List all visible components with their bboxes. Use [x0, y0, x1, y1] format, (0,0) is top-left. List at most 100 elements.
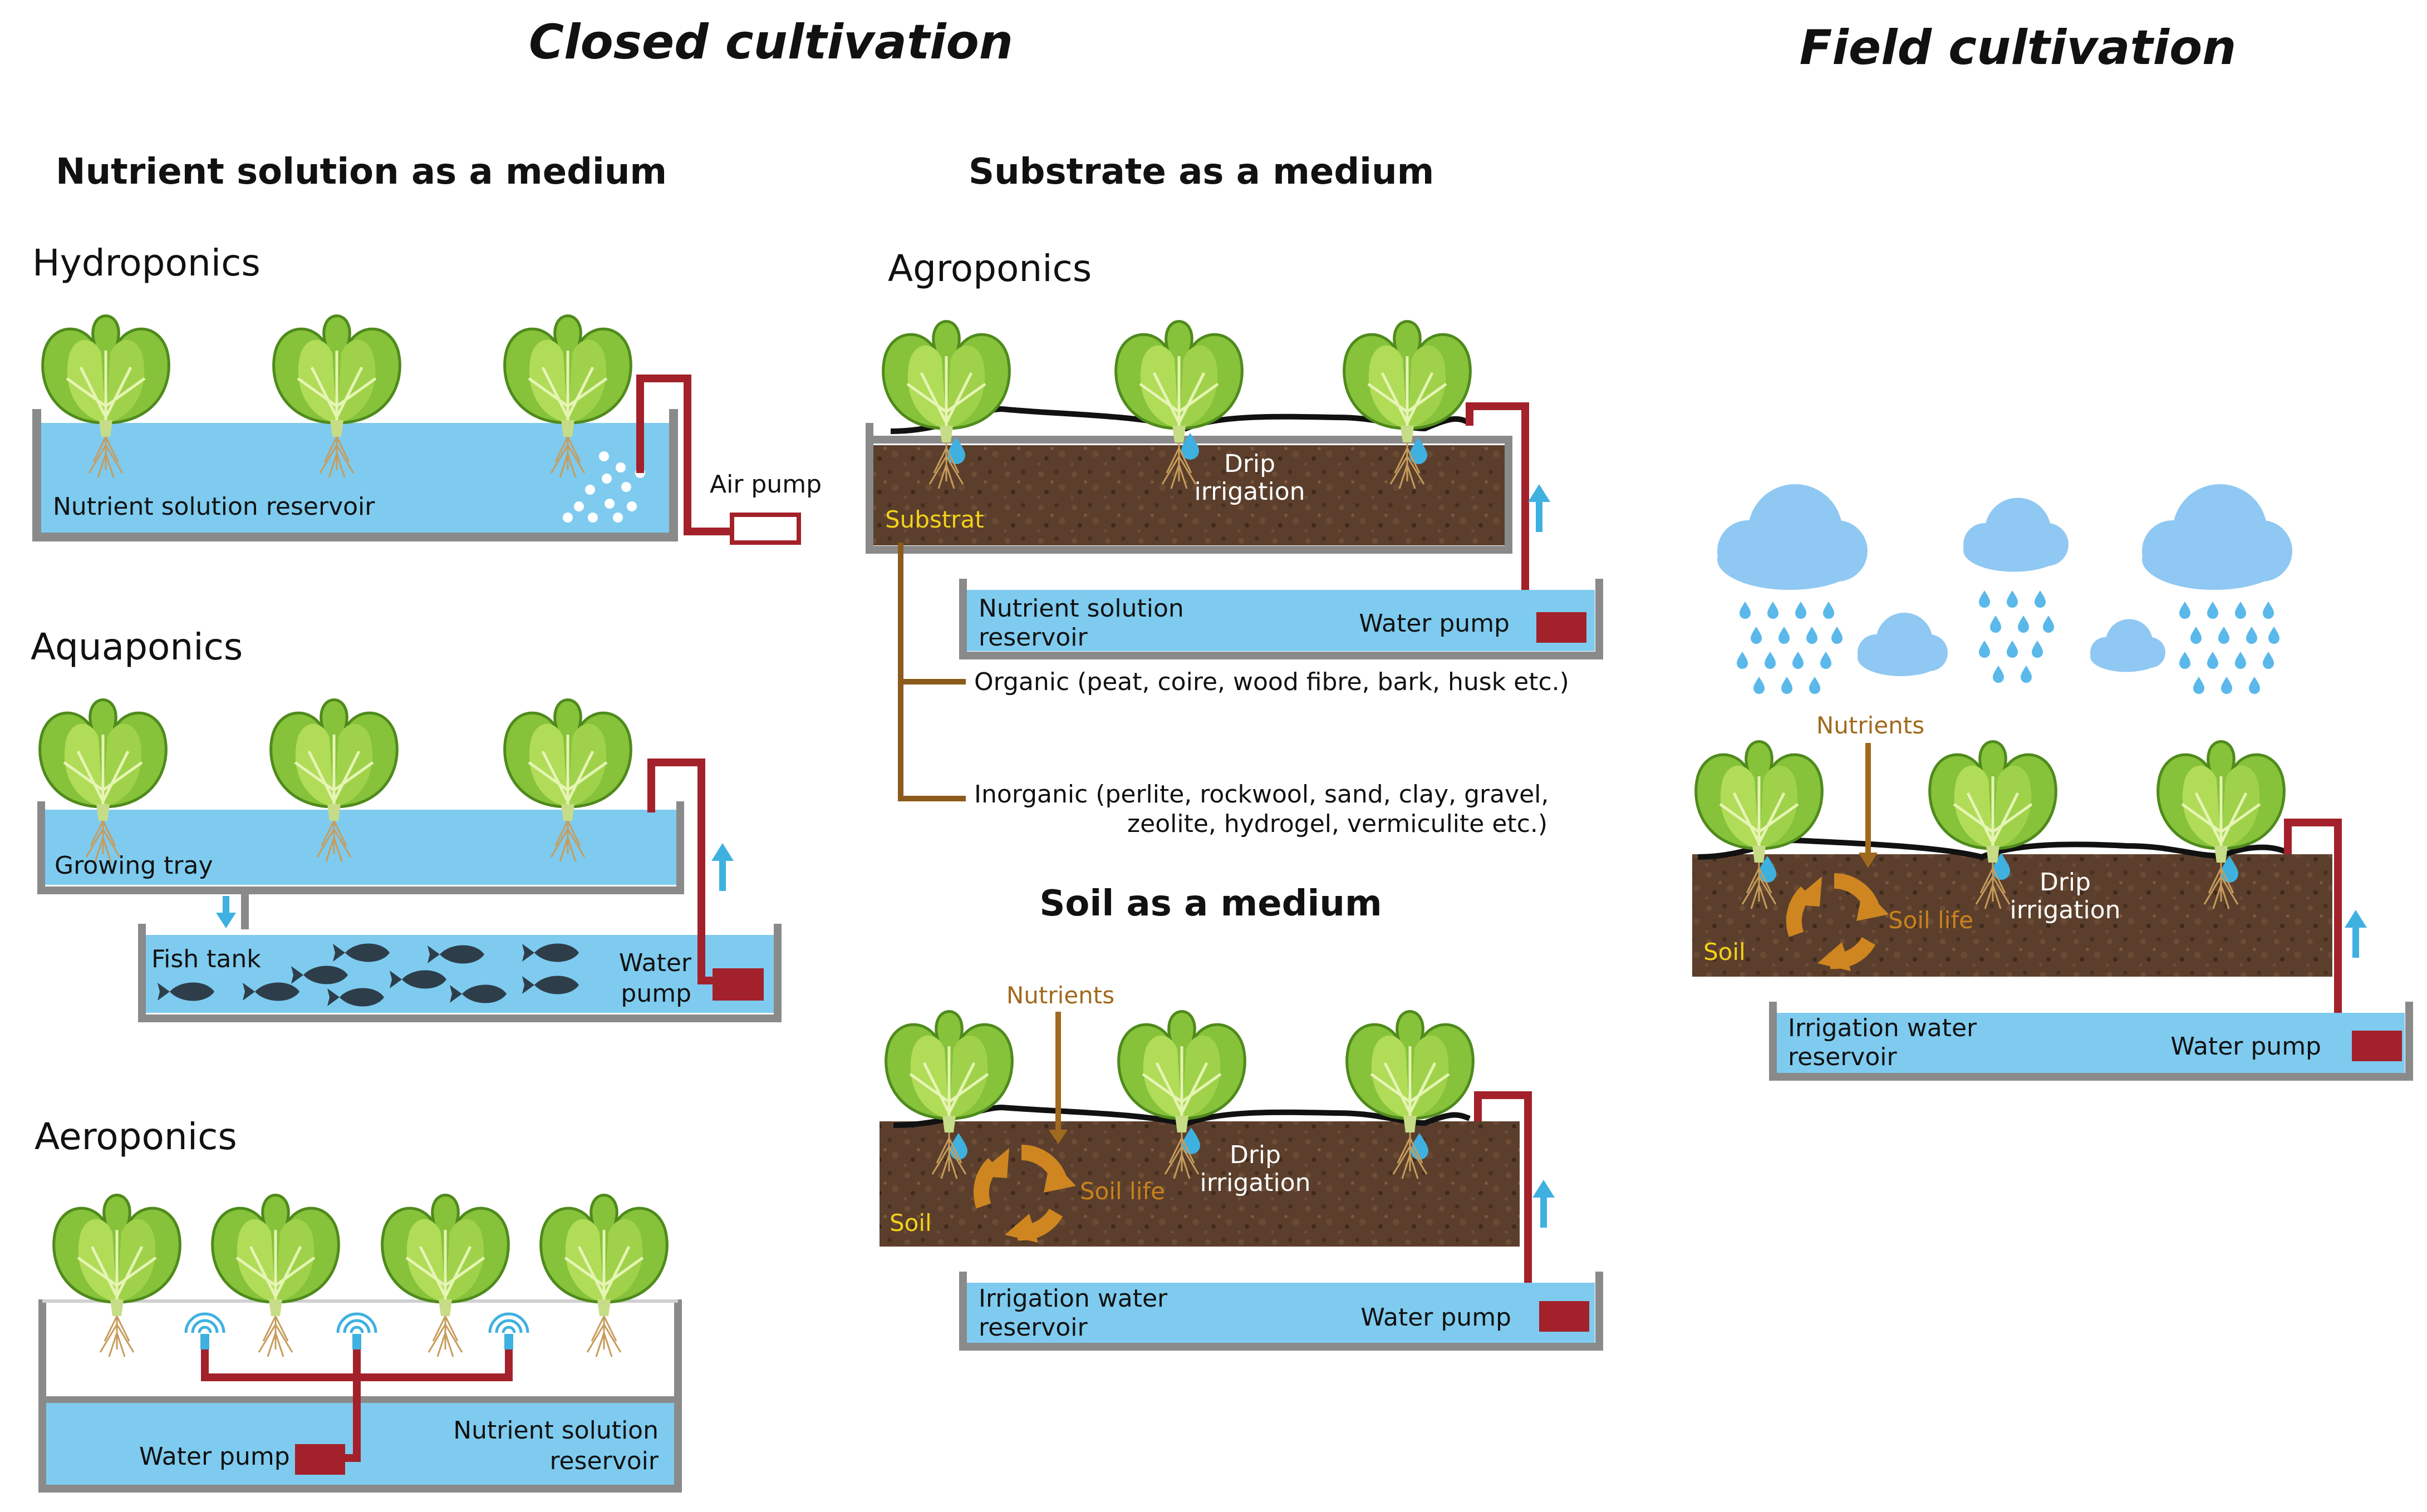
- agroponics-reservoir-label-1: Nutrient solution: [979, 594, 1184, 623]
- agroponics-lettuce-3: [1344, 322, 1471, 443]
- agroponics-inorganic-label-1: Inorganic (perlite, rockwool, sand, clay…: [974, 780, 1549, 809]
- substrate-medium-heading: Substrate as a medium: [969, 151, 1434, 193]
- agroponics-lettuce-1: [883, 322, 1010, 443]
- aeroponics-water-pump: [295, 1444, 345, 1475]
- hydroponics-lettuce-3: [505, 316, 631, 437]
- agroponics-title: Agroponics: [888, 247, 1092, 290]
- soil-nutrients-label: Nutrients: [1006, 982, 1114, 1009]
- field-drip-label-2: irrigation: [2010, 896, 2120, 924]
- agroponics-lettuce-2: [1116, 322, 1242, 443]
- aeroponics-pump-label: Water pump: [139, 1442, 290, 1471]
- hydroponics-tank-wall: [32, 409, 678, 541]
- aeroponics-reservoir-label-2: reservoir: [549, 1447, 659, 1475]
- field-panel: Nutrients Soil life Drip irrigation Soil…: [1692, 484, 2413, 1081]
- field-soil-life-label: Soil life: [1888, 907, 1973, 934]
- soil-drip-line: [893, 1104, 1471, 1128]
- field-soil-label: Soil: [1703, 938, 1746, 966]
- aquaponics-lettuce-1: [40, 700, 166, 821]
- hydroponics-reservoir-label: Nutrient solution reservoir: [53, 492, 375, 521]
- aquaponics-lettuce-3: [505, 700, 631, 821]
- agroponics-reservoir-water: [966, 590, 1595, 651]
- aquaponics-pump-label-1: Water: [619, 949, 692, 977]
- hydroponics-panel: Hydroponics Air pump Nutrient solution r…: [32, 242, 822, 545]
- agroponics-up-arrow: [1528, 484, 1550, 532]
- aquaponics-pipe: [647, 759, 718, 984]
- nutrient-medium-heading: Nutrient solution as a medium: [56, 151, 667, 193]
- aeroponics-sprayer-3: [490, 1314, 528, 1350]
- soil-label: Soil: [890, 1209, 932, 1237]
- soil-water-pump: [1539, 1301, 1589, 1332]
- aeroponics-panel: Aeroponics Water pump Nutrient solution …: [35, 1115, 682, 1493]
- aeroponics-lettuce-3: [382, 1195, 509, 1317]
- aquaponics-title: Aquaponics: [31, 626, 243, 668]
- soil-nutrients-arrow: [1049, 1012, 1068, 1144]
- agroponics-reservoir-label-2: reservoir: [979, 623, 1088, 652]
- soil-life-label: Soil life: [1080, 1178, 1165, 1205]
- aeroponics-lettuce-1: [54, 1195, 180, 1317]
- cloud-icon: [1963, 498, 2069, 572]
- field-reservoir-label-2: reservoir: [1788, 1043, 1897, 1071]
- agroponics-inorganic-label-2: zeolite, hydrogel, vermiculite etc.): [1127, 810, 1547, 838]
- aquaponics-tray-label: Growing tray: [55, 851, 213, 880]
- aquaponics-drain-pipe: [241, 890, 249, 929]
- soil-reservoir-label-2: reservoir: [979, 1313, 1088, 1342]
- hydroponics-lettuce-1: [43, 316, 169, 437]
- agroponics-tray-wall: [866, 423, 1512, 554]
- field-up-arrow: [2345, 910, 2367, 958]
- aquaponics-fish-tank-wall: [138, 924, 782, 1022]
- agroponics-drip-label-2: irrigation: [1194, 477, 1305, 506]
- soil-up-arrow: [1532, 1180, 1555, 1228]
- aeroponics-pipe: [201, 1340, 513, 1462]
- field-nutrients-label: Nutrients: [1816, 712, 1924, 739]
- hydroponics-title: Hydroponics: [32, 242, 261, 284]
- aquaponics-panel: Aquaponics Growing tray Fish tank Water …: [31, 626, 782, 1022]
- aeroponics-tank-wall: [38, 1299, 682, 1493]
- hydroponics-air-pump-label: Air pump: [710, 470, 822, 499]
- aquaponics-up-arrow: [711, 843, 734, 891]
- field-reservoir-wall: [1769, 1002, 2413, 1081]
- cloud-icon: [2142, 484, 2292, 590]
- field-pump-label: Water pump: [2170, 1032, 2321, 1061]
- soil-reservoir-label-1: Irrigation water: [979, 1284, 1168, 1313]
- agroponics-drip-label-1: Drip: [1224, 450, 1275, 478]
- field-lettuce-3: [2158, 742, 2284, 863]
- agroponics-pump-label: Water pump: [1359, 609, 1510, 638]
- rain-drops: [1737, 590, 2279, 694]
- agroponics-substrate: [873, 445, 1505, 545]
- hydroponics-air-pump: [730, 513, 801, 545]
- field-reservoir-water: [1776, 1013, 2405, 1074]
- agroponics-organic-label: Organic (peat, coire, wood fibre, bark, …: [974, 668, 1569, 696]
- aeroponics-reservoir-label-1: Nutrient solution: [453, 1416, 659, 1445]
- soil-pump-label: Water pump: [1360, 1303, 1511, 1332]
- aquaponics-lettuce-2: [271, 700, 397, 821]
- closed-cultivation-title: Closed cultivation: [529, 14, 1013, 70]
- aquaponics-fish-tank-label: Fish tank: [151, 945, 261, 973]
- soil-medium-panel: Nutrients Soil life Drip irrigation Soil…: [880, 982, 1603, 1351]
- agroponics-panel: Agroponics Drip irrigation Substrat Nutr…: [866, 247, 1603, 838]
- hydroponics-air-pipe: [636, 375, 732, 535]
- aquaponics-down-arrow: [216, 896, 236, 928]
- field-water-pump: [2352, 1031, 2402, 1061]
- cloud-icon: [2090, 619, 2165, 672]
- aquaponics-tray-wall: [37, 801, 684, 894]
- field-cultivation-title: Field cultivation: [1800, 20, 2237, 76]
- cloud-icon: [1858, 613, 1948, 676]
- hydroponics-lettuce-2: [274, 316, 400, 437]
- aeroponics-title: Aeroponics: [35, 1115, 237, 1158]
- soil-lettuce-1: [886, 1012, 1013, 1133]
- soil-medium-heading: Soil as a medium: [1039, 883, 1382, 924]
- aquaponics-pump-label-2: pump: [621, 979, 691, 1008]
- soil-drip-label-2: irrigation: [1200, 1169, 1310, 1197]
- agroponics-reservoir-wall: [959, 579, 1603, 659]
- aeroponics-sprayer-2: [338, 1314, 376, 1350]
- agroponics-water-pump: [1536, 612, 1586, 643]
- soil-reservoir-wall: [959, 1272, 1603, 1351]
- aquaponics-water-pump: [713, 968, 764, 1001]
- aeroponics-sprayer-1: [186, 1314, 224, 1350]
- aeroponics-lettuce-2: [213, 1195, 339, 1317]
- aeroponics-lettuce-4: [541, 1195, 667, 1317]
- soil-drip-label-1: Drip: [1230, 1141, 1281, 1169]
- agroponics-substrate-label: Substrat: [885, 506, 984, 533]
- field-drip-label-1: Drip: [2040, 868, 2091, 897]
